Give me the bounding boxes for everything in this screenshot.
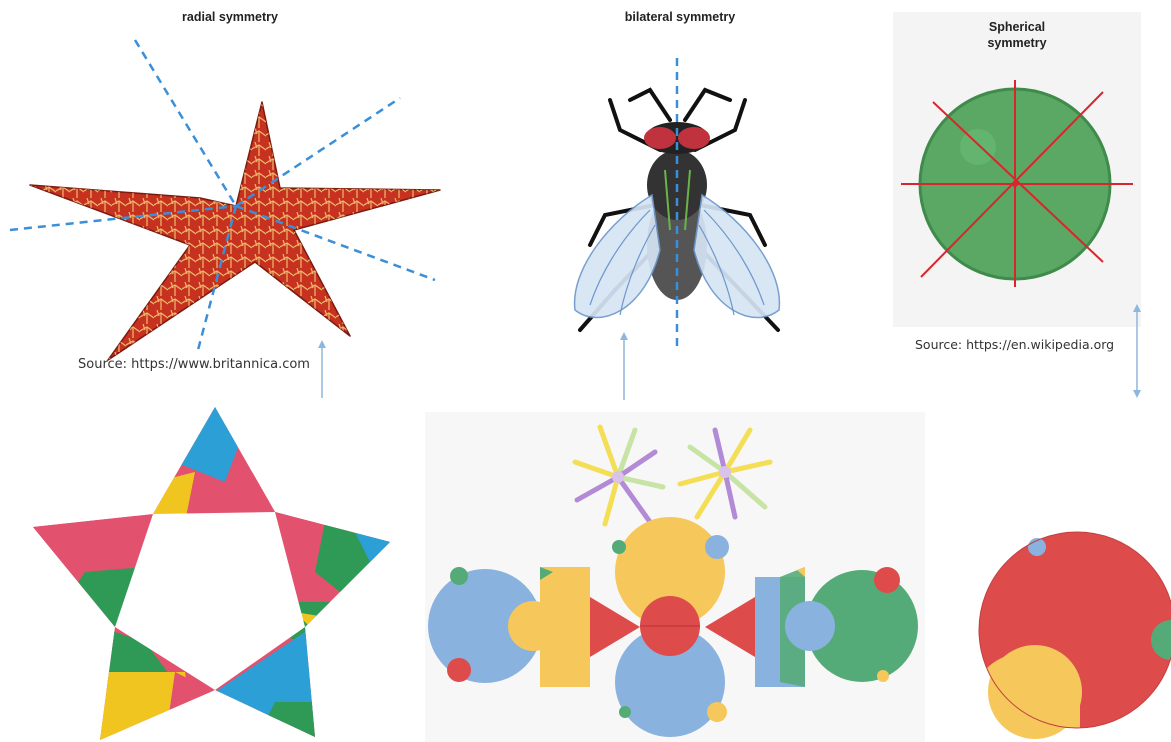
spherical-title-line1: Spherical: [957, 20, 1077, 34]
sphere-illustration: [893, 52, 1141, 352]
spherical-symmetry-panel: Spherical symmetry Source: https://en.wi…: [893, 12, 1148, 387]
spherical-pieces-composition: [975, 520, 1171, 740]
stick-star-right: [680, 430, 770, 517]
radial-symmetry-panel: radial symmetry Source: https://www.brit…: [0, 0, 470, 400]
radial-connector-arrow: [316, 338, 328, 398]
spherical-arrow: [1131, 302, 1143, 402]
bilateral-pieces-composition: [425, 412, 925, 742]
star-tile-puzzle: [25, 402, 425, 742]
starfish-illustration: [0, 30, 470, 390]
spherical-title-line2: symmetry: [957, 36, 1077, 50]
bilateral-connector-arrow: [618, 330, 630, 400]
bilateral-symmetry-panel: bilateral symmetry: [520, 0, 835, 350]
fly-illustration: [520, 30, 835, 360]
bilateral-symmetry-title: bilateral symmetry: [570, 10, 790, 24]
radial-source: Source: https://www.britannica.com: [78, 357, 310, 372]
stick-star-left: [575, 427, 663, 524]
radial-symmetry-title: radial symmetry: [120, 10, 340, 24]
spherical-source: Source: https://en.wikipedia.org: [915, 337, 1114, 352]
